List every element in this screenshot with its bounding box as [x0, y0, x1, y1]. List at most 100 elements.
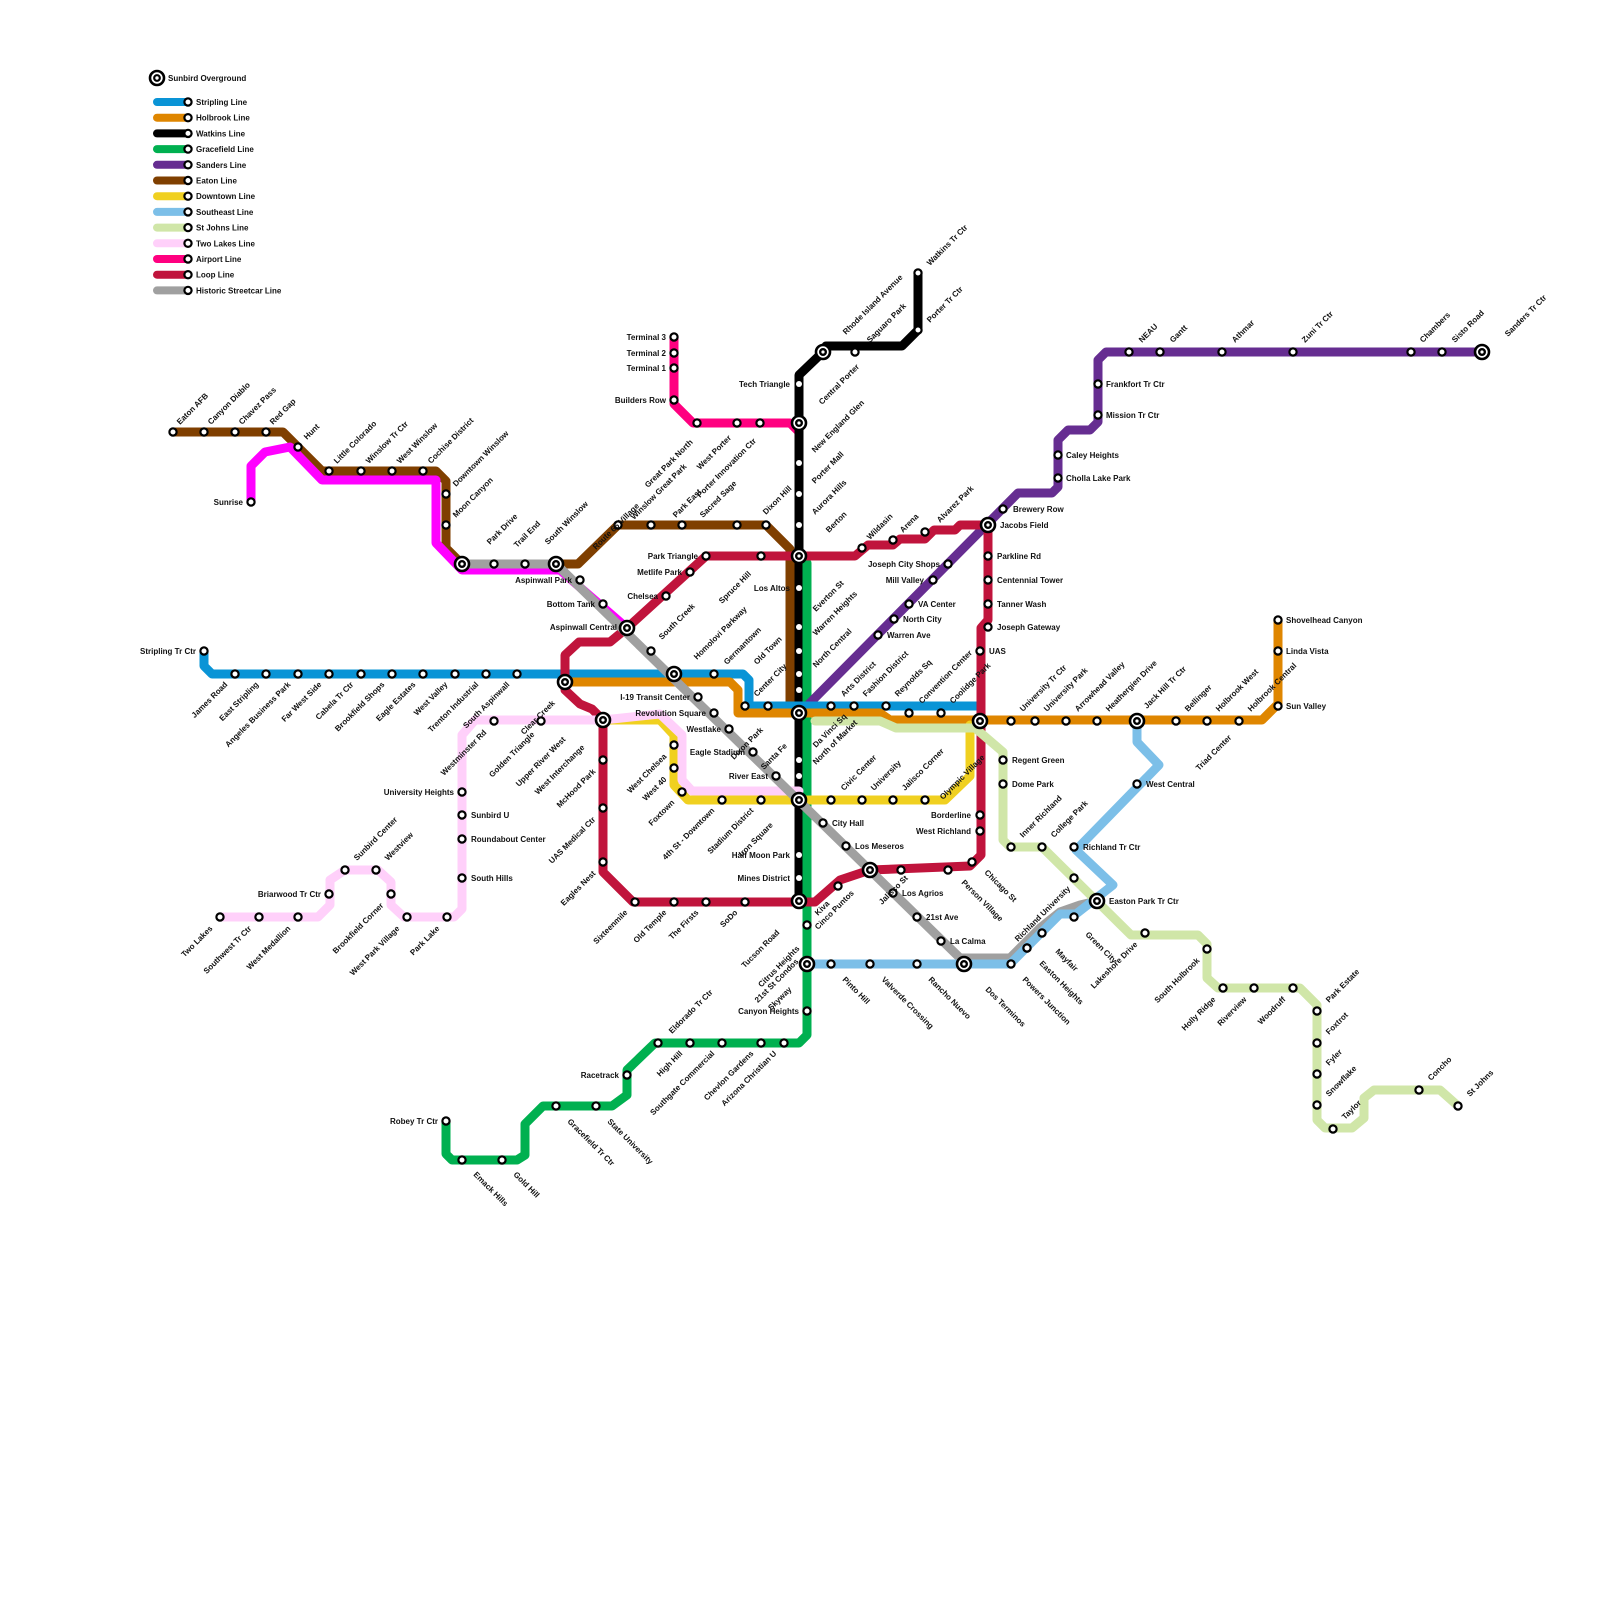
- station-icon[interactable]: [536, 716, 546, 726]
- station-icon[interactable]: [669, 363, 679, 373]
- station-icon[interactable]: [881, 701, 891, 711]
- station-icon[interactable]: [802, 920, 812, 930]
- interchange-station-icon[interactable]: [790, 704, 808, 722]
- station-icon[interactable]: [724, 724, 734, 734]
- station-icon[interactable]: [975, 826, 985, 836]
- station-icon[interactable]: [677, 520, 687, 530]
- interchange-station-icon[interactable]: [798, 955, 816, 973]
- interchange-station-icon[interactable]: [971, 712, 989, 730]
- station-icon[interactable]: [685, 1038, 695, 1048]
- station-icon[interactable]: [849, 701, 859, 711]
- station-icon[interactable]: [913, 325, 923, 335]
- station-icon[interactable]: [598, 857, 608, 867]
- station-icon[interactable]: [1171, 716, 1181, 726]
- station-icon[interactable]: [732, 418, 742, 428]
- station-icon[interactable]: [1037, 928, 1047, 938]
- station-icon[interactable]: [653, 1038, 663, 1048]
- station-icon[interactable]: [740, 701, 750, 711]
- station-icon[interactable]: [1202, 716, 1212, 726]
- station-icon[interactable]: [1006, 842, 1016, 852]
- station-icon[interactable]: [598, 599, 608, 609]
- interchange-station-icon[interactable]: [1088, 892, 1106, 910]
- station-icon[interactable]: [371, 865, 381, 875]
- station-icon[interactable]: [418, 669, 428, 679]
- interchange-station-icon[interactable]: [594, 711, 612, 729]
- station-icon[interactable]: [441, 520, 451, 530]
- station-icon[interactable]: [896, 865, 906, 875]
- station-icon[interactable]: [983, 599, 993, 609]
- station-icon[interactable]: [168, 427, 178, 437]
- station-icon[interactable]: [826, 701, 836, 711]
- station-icon[interactable]: [1053, 450, 1063, 460]
- station-icon[interactable]: [732, 520, 742, 530]
- station-icon[interactable]: [865, 959, 875, 969]
- station-icon[interactable]: [230, 427, 240, 437]
- station-icon[interactable]: [1093, 379, 1103, 389]
- station-icon[interactable]: [669, 348, 679, 358]
- station-icon[interactable]: [1328, 1124, 1338, 1134]
- interchange-station-icon[interactable]: [790, 892, 808, 910]
- station-dot-icon[interactable]: [796, 381, 802, 387]
- station-icon[interactable]: [998, 504, 1008, 514]
- station-icon[interactable]: [622, 1070, 632, 1080]
- station-icon[interactable]: [646, 646, 656, 656]
- station-icon[interactable]: [199, 427, 209, 437]
- station-icon[interactable]: [254, 912, 264, 922]
- station-icon[interactable]: [669, 395, 679, 405]
- station-icon[interactable]: [755, 418, 765, 428]
- station-icon[interactable]: [646, 520, 656, 530]
- station-dot-icon[interactable]: [796, 757, 802, 763]
- station-icon[interactable]: [850, 347, 860, 357]
- station-icon[interactable]: [857, 543, 867, 553]
- station-icon[interactable]: [661, 591, 671, 601]
- station-dot-icon[interactable]: [796, 624, 802, 630]
- station-icon[interactable]: [1288, 983, 1298, 993]
- station-icon[interactable]: [920, 527, 930, 537]
- station-icon[interactable]: [356, 466, 366, 476]
- interchange-station-icon[interactable]: [955, 955, 973, 973]
- station-icon[interactable]: [802, 1006, 812, 1016]
- station-icon[interactable]: [826, 959, 836, 969]
- station-dot-icon[interactable]: [796, 648, 802, 654]
- station-icon[interactable]: [967, 857, 977, 867]
- station-icon[interactable]: [1037, 842, 1047, 852]
- station-icon[interactable]: [261, 669, 271, 679]
- station-icon[interactable]: [717, 1038, 727, 1048]
- interchange-station-icon[interactable]: [665, 665, 683, 683]
- station-icon[interactable]: [1312, 1038, 1322, 1048]
- station-dot-icon[interactable]: [796, 671, 802, 677]
- station-icon[interactable]: [904, 599, 914, 609]
- station-icon[interactable]: [685, 567, 695, 577]
- station-icon[interactable]: [246, 497, 256, 507]
- station-icon[interactable]: [1288, 347, 1298, 357]
- station-icon[interactable]: [1437, 347, 1447, 357]
- station-icon[interactable]: [701, 897, 711, 907]
- station-icon[interactable]: [709, 669, 719, 679]
- interchange-station-icon[interactable]: [453, 555, 471, 573]
- station-icon[interactable]: [857, 795, 867, 805]
- station-icon[interactable]: [1030, 716, 1040, 726]
- station-icon[interactable]: [1312, 1006, 1322, 1016]
- station-icon[interactable]: [1069, 912, 1079, 922]
- station-icon[interactable]: [928, 575, 938, 585]
- station-icon[interactable]: [669, 332, 679, 342]
- station-icon[interactable]: [748, 747, 758, 757]
- station-icon[interactable]: [888, 795, 898, 805]
- station-icon[interactable]: [591, 1101, 601, 1111]
- station-icon[interactable]: [1273, 701, 1283, 711]
- station-icon[interactable]: [1406, 347, 1416, 357]
- station-icon[interactable]: [936, 708, 946, 718]
- station-icon[interactable]: [983, 575, 993, 585]
- station-dot-icon[interactable]: [796, 875, 802, 881]
- station-icon[interactable]: [324, 669, 334, 679]
- station-icon[interactable]: [1312, 1069, 1322, 1079]
- station-icon[interactable]: [457, 1155, 467, 1165]
- station-icon[interactable]: [998, 779, 1008, 789]
- interchange-station-icon[interactable]: [790, 791, 808, 809]
- station-icon[interactable]: [888, 888, 898, 898]
- station-icon[interactable]: [1202, 944, 1212, 954]
- station-icon[interactable]: [457, 834, 467, 844]
- station-icon[interactable]: [936, 936, 946, 946]
- station-icon[interactable]: [841, 841, 851, 851]
- station-icon[interactable]: [402, 912, 412, 922]
